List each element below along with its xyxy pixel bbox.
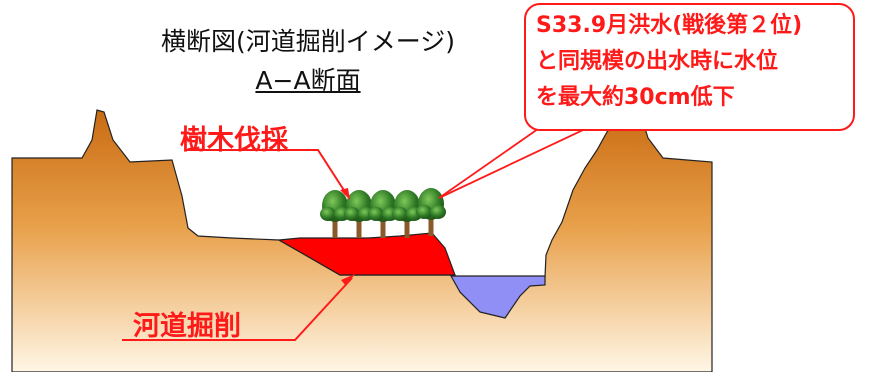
tree-icon — [344, 190, 374, 238]
callout-line: と同規模の出水時に水位 — [536, 49, 779, 74]
callout-leader-line — [438, 121, 549, 199]
callout-line: S33.9月洪水(戦後第２位) — [536, 13, 803, 38]
water-channel — [449, 275, 546, 319]
tree-felling-label: 樹木伐採 — [180, 125, 288, 156]
tree-icon — [320, 190, 350, 238]
callout-box: S33.9月洪水(戦後第２位) と同規模の出水時に水位 を最大約30cm低下 — [524, 3, 855, 131]
arrow-icon — [122, 274, 355, 341]
tree-group — [320, 188, 446, 238]
callout-leader-line — [438, 121, 601, 199]
channel-excavation-label: 河道掘削 — [133, 311, 241, 342]
diagram-subtitle: A−A断面 — [255, 66, 361, 95]
tree-icon — [392, 190, 422, 238]
callout-line: を最大約30cm低下 — [536, 85, 735, 110]
tree-icon — [416, 188, 446, 236]
diagram-title: 横断図(河道掘削イメージ) — [160, 27, 455, 56]
arrow-icon — [186, 149, 350, 200]
